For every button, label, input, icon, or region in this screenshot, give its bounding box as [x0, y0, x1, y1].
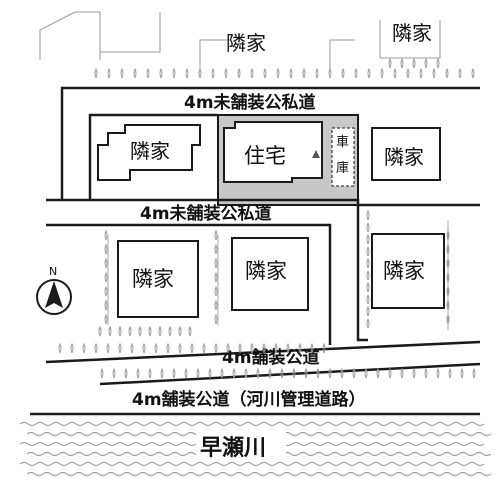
- garage-label-2: 庫: [336, 161, 349, 176]
- neighbor-building-center-lower: [231, 237, 309, 311]
- top-lots: [39, 11, 441, 70]
- river-label-bg: [196, 430, 286, 460]
- neighbor-label-right-lower: 隣家: [383, 259, 425, 283]
- lower-lot-lines: [107, 220, 449, 330]
- river-label: 早瀬川: [200, 436, 266, 461]
- neighbor-building-left-upper: [97, 124, 201, 181]
- road-private-lower: [46, 198, 480, 345]
- entrance-marker: [312, 150, 320, 158]
- road-paved-label: 4m舗装公道: [222, 347, 320, 368]
- garage-label-1: 車: [336, 135, 349, 150]
- lot-left-upper: [88, 113, 218, 200]
- neighbor-label-right-upper: 隣家: [384, 145, 424, 169]
- neighbor-label-center-lower: 隣家: [245, 259, 287, 283]
- house-label: 住宅: [244, 144, 286, 168]
- neighbor-building-right-lower: [371, 233, 445, 309]
- neighbor-label-top-right: 隣家: [392, 21, 432, 45]
- road-private-upper-label: 4m未舗装公私道: [184, 92, 316, 113]
- shrub-texture-top: [94, 57, 475, 79]
- neighbor-label-left-upper: 隣家: [130, 139, 170, 163]
- road-paved: [45, 340, 481, 386]
- road-private-upper: [60, 86, 480, 200]
- garage: [331, 127, 355, 187]
- road-private-lower-label: 4m未舗装公私道: [140, 203, 272, 224]
- road-river-label: 4m舗装公道（河川管理道路）: [132, 389, 366, 410]
- neighbor-building-left-lower: [117, 240, 199, 318]
- neighbor-label-left-lower: 隣家: [132, 267, 174, 291]
- north-label: N: [49, 265, 57, 278]
- house-building: [223, 121, 323, 183]
- neighbor-building-right-upper: [371, 127, 441, 181]
- north-arrow: [36, 279, 72, 315]
- shrub-texture-lower: [58, 209, 476, 379]
- neighbor-label-top-center: 隣家: [226, 31, 266, 55]
